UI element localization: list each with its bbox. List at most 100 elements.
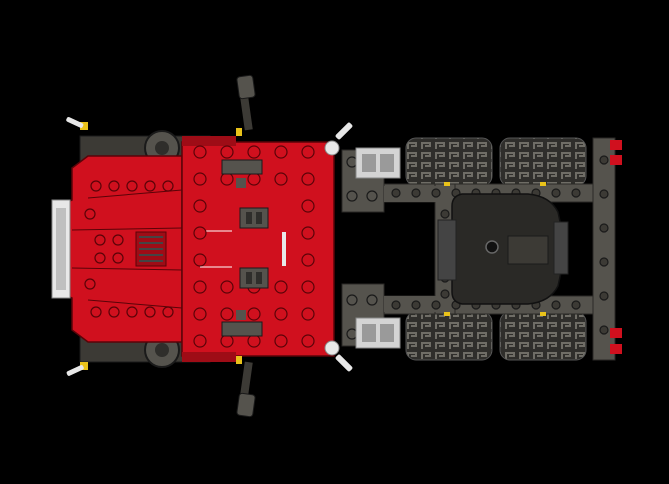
- roof-light-top: [239, 207, 269, 229]
- frame-hole: [599, 155, 609, 165]
- cab-stud: [274, 334, 288, 348]
- horn-top-left: [66, 117, 84, 128]
- roof-light-bottom: [239, 267, 269, 289]
- frame-hole: [571, 188, 581, 198]
- cab-stud: [301, 334, 315, 348]
- hood-stud: [144, 180, 156, 192]
- frame-hole: [599, 325, 609, 335]
- connector-stud: [366, 294, 378, 306]
- cab-stud: [193, 172, 207, 186]
- fifth-wheel-side-r: [553, 221, 569, 275]
- tail-light-top-2: [610, 155, 622, 165]
- cab-stud: [193, 199, 207, 213]
- cab-stud: [274, 280, 288, 294]
- cab-stud: [193, 145, 207, 159]
- frame-hole: [440, 209, 450, 219]
- hood-stud: [108, 306, 120, 318]
- tire-bottom-left: [405, 311, 493, 361]
- cab-stud: [193, 307, 207, 321]
- mirror-head-bottom: [236, 392, 256, 418]
- tire-bottom-right: [499, 311, 587, 361]
- cab-stud: [193, 334, 207, 348]
- frame-hole: [411, 300, 421, 310]
- hood-stud: [90, 180, 102, 192]
- cab-body: [51, 136, 335, 362]
- hood-stud: [112, 234, 124, 246]
- frame-hole: [599, 291, 609, 301]
- exhaust-bottom: [221, 321, 263, 337]
- mirror-arm-top: [239, 89, 253, 131]
- cab-stud: [301, 145, 315, 159]
- hood-studs: [84, 180, 174, 318]
- tail-lights: [610, 140, 622, 354]
- cab-stud: [220, 172, 234, 186]
- hood-stud: [84, 208, 96, 220]
- hood-stud: [162, 180, 174, 192]
- hood-stud: [90, 306, 102, 318]
- cab-stud: [220, 307, 234, 321]
- cab-stud: [193, 226, 207, 240]
- cab-top-step: [182, 136, 236, 146]
- frame-hole: [551, 300, 561, 310]
- connector-stud: [346, 190, 358, 202]
- cross-member-right: [592, 137, 616, 361]
- hood-stud: [126, 180, 138, 192]
- cab-stud: [301, 199, 315, 213]
- cab-stud: [220, 280, 234, 294]
- cab-stud: [301, 226, 315, 240]
- cab-stud: [274, 172, 288, 186]
- horn-bottom-left: [66, 365, 84, 376]
- cab-stud: [301, 253, 315, 267]
- roof-stripe: [282, 232, 286, 266]
- connector-stud: [366, 190, 378, 202]
- frame-hole: [599, 223, 609, 233]
- tire-top-left: [405, 137, 493, 187]
- frame-hole: [391, 300, 401, 310]
- horn-top-right: [335, 122, 353, 140]
- hood-stud: [126, 306, 138, 318]
- cab-bottom-step: [182, 352, 236, 362]
- fifth-wheel: [437, 193, 569, 305]
- cab-stud: [301, 172, 315, 186]
- fifth-wheel-slot: [507, 235, 549, 265]
- frame-hole: [391, 188, 401, 198]
- mirrors: [66, 74, 353, 418]
- cab-stud: [274, 307, 288, 321]
- hood-stud: [94, 252, 106, 264]
- rear-wheels: [405, 137, 587, 361]
- cab-stud: [301, 280, 315, 294]
- frame-hole: [411, 188, 421, 198]
- frame-hole: [571, 300, 581, 310]
- cab-stud: [220, 334, 234, 348]
- tail-light-top: [610, 140, 622, 150]
- cab-stud: [247, 172, 261, 186]
- cab-stud: [247, 307, 261, 321]
- hood-vent: [135, 231, 167, 267]
- cab-stud: [247, 145, 261, 159]
- hood-stud: [162, 306, 174, 318]
- frame-hole: [599, 189, 609, 199]
- horn-bottom-right: [335, 354, 353, 372]
- hood-stud: [112, 252, 124, 264]
- exhaust-top: [221, 159, 263, 175]
- frame-hole: [431, 188, 441, 198]
- cab-stud: [193, 253, 207, 267]
- fuel-tanks: [355, 147, 401, 349]
- hood-stud: [94, 234, 106, 246]
- frame-hole: [551, 188, 561, 198]
- cab-stud: [301, 307, 315, 321]
- hood-stud: [108, 180, 120, 192]
- hood-stud: [84, 278, 96, 290]
- cab-details: [80, 122, 269, 370]
- hood-stud: [144, 306, 156, 318]
- cab-stud: [274, 145, 288, 159]
- tail-light-bottom-2: [610, 344, 622, 354]
- cab-stud: [193, 280, 207, 294]
- cab-studs: [193, 145, 315, 348]
- cab-stud: [247, 334, 261, 348]
- mirror-arm-bottom: [239, 361, 253, 403]
- cab-stud: [220, 145, 234, 159]
- tire-top-right: [499, 137, 587, 187]
- mirror-head-top: [236, 74, 256, 100]
